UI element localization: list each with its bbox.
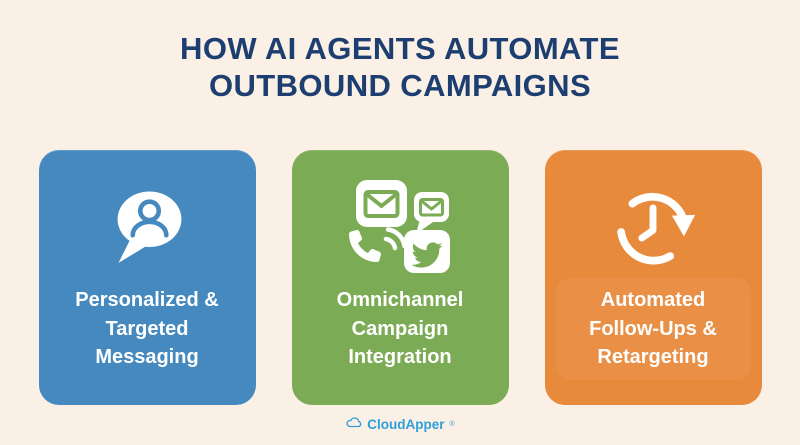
omnichannel-icon (348, 178, 452, 279)
card1-icon-area (105, 183, 189, 273)
card1-label-line3: Messaging (95, 346, 199, 368)
card1-label-line2: Targeted (105, 317, 189, 340)
card2-icon-area (348, 179, 452, 273)
card3-label-line1: Automated (600, 289, 706, 311)
card3-label-line3: Retargeting (597, 346, 709, 368)
cards-row: Personalized & Targeted Messaging (0, 150, 800, 405)
card-personalized-messaging: Personalized & Targeted Messaging (38, 150, 256, 405)
page-title-line1: HOW AI AGENTS AUTOMATE (180, 31, 620, 66)
brand-logo: CloudApper ® (0, 416, 800, 432)
brand-name: CloudApper (367, 416, 445, 432)
label-highlight-panel (555, 278, 751, 380)
history-clock-icon (610, 183, 696, 274)
card2-label: Omnichannel Campaign Integration (337, 286, 464, 372)
card3-label-line2: Follow-Ups & (589, 317, 717, 340)
card1-label: Personalized & Targeted Messaging (75, 286, 218, 372)
card3-icon-area (610, 183, 696, 273)
page-title-line2: OUTBOUND CAMPAIGNS (208, 68, 592, 103)
card2-label-line2: Campaign (351, 317, 449, 340)
cloud-icon (345, 416, 363, 432)
registered-mark: ® (449, 420, 455, 428)
card2-label-line3: Integration (348, 346, 452, 368)
card-omnichannel-integration: Omnichannel Campaign Integration (291, 150, 509, 405)
card1-label-line1: Personalized & (75, 289, 219, 311)
card2-label-line1: Omnichannel (336, 289, 464, 311)
card-automated-followups: Automated Follow-Ups & Retargeting (544, 150, 762, 405)
card3-label: Automated Follow-Ups & Retargeting (589, 286, 717, 372)
page-title: HOW AI AGENTS AUTOMATE OUTBOUND CAMPAIGN… (0, 30, 800, 104)
chat-person-icon (105, 182, 189, 275)
